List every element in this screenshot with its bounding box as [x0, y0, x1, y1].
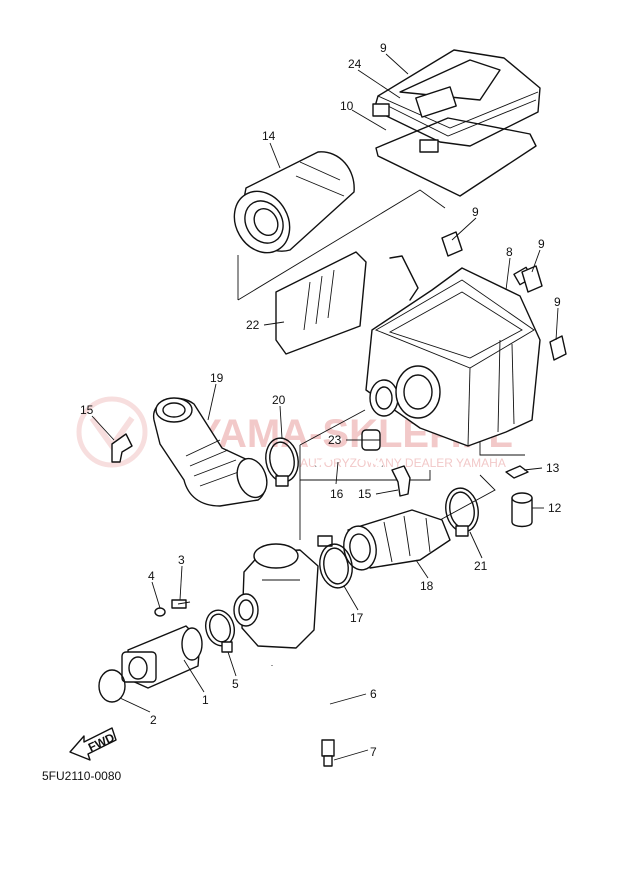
o-ring	[98, 669, 126, 703]
filter-seal-plate	[275, 251, 367, 355]
callout-8: 8	[506, 245, 513, 259]
clip-9a	[441, 231, 463, 257]
callout-14: 14	[262, 129, 276, 143]
elbow-fitting-left	[111, 433, 133, 463]
watermark-subtitle: AUTORYZOWANY DEALER YAMAHA	[300, 456, 506, 470]
small-clip	[505, 465, 529, 479]
callout-15b: 15	[358, 487, 372, 501]
screw	[171, 599, 191, 609]
callout-16: 16	[330, 487, 344, 501]
carburetor-body	[233, 543, 319, 649]
callout-7: 7	[370, 745, 377, 759]
callout-9c: 9	[554, 295, 561, 309]
callout-9a: 9	[472, 205, 479, 219]
joint-clamp-17	[319, 543, 353, 589]
callout-22: 22	[246, 318, 260, 332]
intake-manifold	[121, 625, 203, 689]
callout-17: 17	[350, 611, 364, 625]
drain-hose-core	[269, 666, 331, 740]
callout-5: 5	[232, 677, 239, 691]
callout-10: 10	[340, 99, 354, 113]
callout-18: 18	[420, 579, 434, 593]
callout-3: 3	[178, 553, 185, 567]
joint-clamp-21	[445, 487, 479, 537]
intake-clamp-5	[204, 609, 236, 653]
callout-11: 9	[380, 41, 387, 55]
intake-duct	[153, 397, 268, 507]
washer	[154, 607, 166, 617]
callout-13: 13	[546, 461, 560, 475]
callout-12: 12	[548, 501, 562, 515]
callout-1: 1	[202, 693, 209, 707]
callout-20: 20	[272, 393, 286, 407]
callout-6: 6	[370, 687, 377, 701]
callouts: 9 24 10 14 9 8 9 9 22 19 15 20 23 16 15 …	[80, 41, 562, 759]
leader-lines	[91, 53, 559, 761]
clip-9c	[549, 335, 567, 361]
callout-24: 24	[348, 57, 362, 71]
callout-9b: 9	[538, 237, 545, 251]
air-box-case	[365, 255, 541, 447]
callout-2: 2	[150, 713, 157, 727]
drain-cap	[511, 492, 533, 528]
drain-hose	[271, 665, 329, 741]
callout-4: 4	[148, 569, 155, 583]
air-box-cover	[372, 49, 541, 153]
diagram-code: 5FU2110-0080	[42, 769, 121, 783]
drain-plug	[321, 739, 335, 767]
carburetor-joint	[317, 509, 451, 571]
callout-21: 21	[474, 559, 488, 573]
elbow-fitting-right	[391, 465, 411, 497]
air-box-gasket	[375, 117, 537, 197]
air-filter-element	[233, 151, 355, 254]
hose-holder	[361, 429, 381, 451]
callout-23: 23	[328, 433, 342, 447]
fwd-label: FWD	[86, 730, 117, 754]
clip-9b	[521, 265, 543, 293]
duct-clamp-20	[265, 437, 299, 487]
breather-hose-core	[314, 453, 384, 468]
callout-19: 19	[210, 371, 224, 385]
fwd-arrow: FWD	[69, 727, 117, 761]
callout-15a: 15	[80, 403, 94, 417]
